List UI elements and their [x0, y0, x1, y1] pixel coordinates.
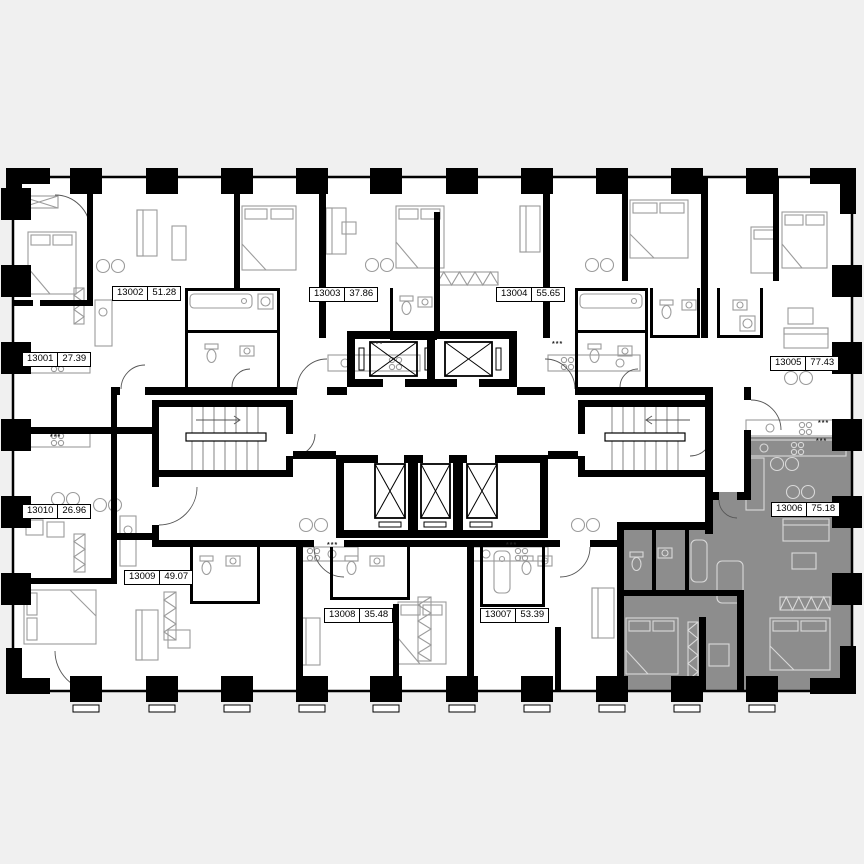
unit-number: 13005 [775, 357, 802, 368]
unit-number: 13003 [314, 288, 341, 299]
table [787, 307, 814, 325]
bathtub [493, 550, 511, 594]
outlet-symbol: *** [552, 341, 564, 348]
outlet-symbol: *** [818, 420, 830, 427]
unit-area: 27.39 [57, 353, 90, 366]
sofa [783, 327, 829, 349]
unit-area: 55.65 [531, 288, 564, 301]
outlet-symbol: *** [506, 542, 518, 549]
outlet-symbol: *** [816, 438, 828, 445]
unit-number: 13002 [117, 287, 144, 298]
unit-label-13005[interactable]: 13005 77.43 [770, 356, 840, 371]
bed [629, 199, 689, 259]
unit-label-13004[interactable]: 13004 55.65 [496, 287, 566, 302]
desk [708, 643, 730, 667]
unit-area: 49.07 [159, 571, 192, 584]
sofa [136, 209, 158, 257]
bed [769, 617, 831, 671]
unit-area: 53.39 [515, 609, 548, 622]
unit-label-13007[interactable]: 13007 53.39 [480, 608, 550, 623]
outlet-symbol: *** [327, 542, 339, 549]
kitchen-counter [547, 354, 641, 372]
sofa [591, 587, 615, 639]
kitchen-counter [94, 299, 113, 347]
unit-number: 13004 [501, 288, 528, 299]
elevator-bank-top [358, 341, 502, 377]
desk [167, 629, 191, 649]
staircase-right [604, 407, 690, 470]
outlet-symbol: *** [372, 341, 384, 348]
staircase-left [185, 407, 267, 470]
highlighted-unit-13006[interactable] [618, 437, 853, 691]
unit-number: 13007 [485, 609, 512, 620]
table [341, 221, 357, 235]
unit-label-13009[interactable]: 13009 49.07 [124, 570, 194, 585]
unit-area: 26.96 [57, 505, 90, 518]
unit-number: 13001 [27, 353, 54, 364]
unit-label-13002[interactable]: 13002 51.28 [112, 286, 182, 301]
unit-label-13006[interactable]: 13006 75.18 [771, 502, 841, 517]
unit-number: 13010 [27, 505, 54, 516]
window-sills [72, 704, 776, 713]
outlet-symbol: *** [50, 434, 62, 441]
unit-label-13001[interactable]: 13001 27.39 [22, 352, 92, 367]
unit-area: 77.43 [805, 357, 838, 370]
unit-area: 51.28 [147, 287, 180, 300]
elevator-bank-bottom [374, 463, 498, 528]
unit-area: 75.18 [806, 503, 839, 516]
wardrobe-rack [687, 595, 831, 681]
unit-area: 35.48 [359, 609, 392, 622]
sofa [135, 609, 159, 661]
sofa [519, 205, 541, 253]
desk [171, 225, 187, 261]
unit-label-13003[interactable]: 13003 37.86 [309, 287, 379, 302]
bathtub [690, 539, 708, 583]
bathtub [579, 293, 643, 309]
bed [27, 231, 77, 295]
furniture-layer [13, 195, 847, 666]
unit-number: 13006 [776, 503, 803, 514]
bed [781, 211, 828, 269]
bed [241, 205, 297, 271]
unit-label-13010[interactable]: 13010 26.96 [22, 504, 92, 519]
unit-area: 37.86 [344, 288, 377, 301]
unit-number: 13008 [329, 609, 356, 620]
bathtub [189, 293, 253, 309]
table [791, 552, 817, 570]
unit-number: 13009 [129, 571, 156, 582]
bathtub [716, 560, 744, 604]
unit-label-13008[interactable]: 13008 35.48 [324, 608, 394, 623]
sofa [782, 518, 830, 542]
bed [625, 617, 679, 675]
